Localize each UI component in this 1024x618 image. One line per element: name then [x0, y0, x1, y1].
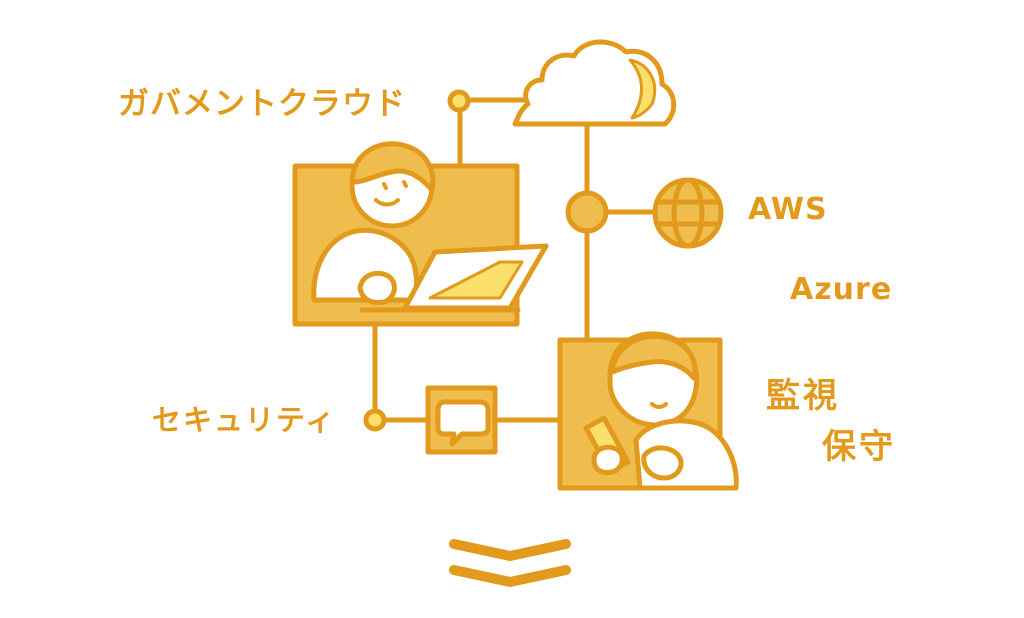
hub-node: [565, 190, 609, 234]
label-security: セキュリティ: [152, 403, 337, 437]
node-dot-security: [363, 408, 387, 432]
label-azure: Azure: [790, 272, 893, 307]
laptop-user-panel: [292, 141, 549, 327]
double-chevron-down-icon[interactable]: [449, 539, 571, 587]
cloud-icon: [512, 39, 677, 127]
label-monitoring: 監視: [766, 376, 840, 416]
phone-user-panel: [557, 331, 739, 491]
chat-bubble-icon: [425, 385, 498, 455]
node-dot-government-cloud: [447, 89, 471, 113]
label-aws: AWS: [748, 192, 828, 227]
label-government-cloud: ガバメントクラウド: [118, 86, 406, 122]
globe-icon: [652, 177, 724, 249]
label-maintenance: 保守: [822, 427, 896, 467]
connector-lines: [372, 97, 655, 423]
